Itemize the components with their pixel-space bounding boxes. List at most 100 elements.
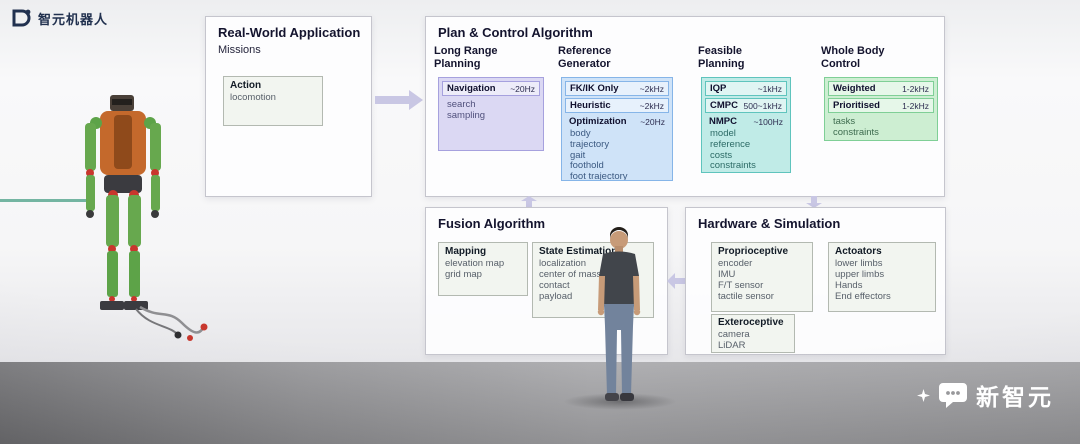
panel-title: Hardware & Simulation [698,216,841,231]
actuators-box: Actoators lower limbs upper limbs Hands … [828,242,936,312]
box-name: Optimization [569,116,627,127]
list-item: search [447,99,476,110]
list-item: localization [539,258,586,269]
box-rate: ~2kHz [639,100,664,111]
action-box: Action locomotion [223,76,323,126]
box-name: State Estimation [539,246,618,257]
box-name: Exteroceptive [718,317,784,328]
list-item: Hands [835,280,863,291]
box-rate: 1-2kHz [902,83,929,94]
box-name: NMPC [709,116,737,127]
list-item: upper limbs [835,269,885,280]
list-item: costs [710,149,733,161]
box-name: Prioritised [833,100,880,111]
box-rate: 500~1kHz [743,100,782,111]
arrow-up-icon [521,196,537,208]
horizon-line [0,199,88,202]
box-name: CMPC [710,100,738,111]
box-rate: ~100Hz [753,116,783,127]
list-item: body [570,128,591,139]
brand-name: 智元机器人 [38,11,109,27]
projection-screen: 智元机器人 [0,0,1080,362]
box-rate: ~2kHz [639,83,664,94]
list-item: F/T sensor [718,280,764,291]
box-name: Heuristic [570,100,611,111]
column-label-long-range: Long Range Planning [434,45,498,70]
box-name: Proprioceptive [718,246,789,257]
item-list: search sampling [442,98,540,122]
list-item: tasks [833,116,856,127]
box-rate: ~20Hz [640,116,665,127]
long-range-planning-box: Navigation ~20Hz search sampling [438,77,544,151]
list-item: tactile sensor [718,291,774,302]
presenter-shadow [563,393,677,410]
panel-real-world-application: Real-World Application Missions Action l… [205,16,372,197]
whole-body-control-box: Weighted 1-2kHz Prioritised 1-2kHz tasks… [824,77,938,141]
optimization-header: Optimization ~20Hz [565,115,669,127]
column-label-feasible-planning: Feasible Planning [698,45,745,70]
item-list: body trajectory gait foothold foot traje… [565,127,669,181]
list-item: foot trajectory [570,171,628,181]
chat-bubble-icon [939,383,967,408]
brand-logo: 智元机器人 [10,8,108,28]
arrow-down-icon [806,196,822,208]
sparkle-icon [917,388,930,402]
list-item: LiDAR [718,340,746,351]
presenter [597,227,641,401]
prioritised-box: Prioritised 1-2kHz [828,98,934,113]
panel-title: Fusion Algorithm [438,216,546,231]
list-item: reference [710,138,751,150]
heuristic-box: Heuristic ~2kHz [565,98,669,113]
list-item: model [710,128,736,139]
column-label-whole-body-control: Whole Body Control [821,45,885,70]
watermark-text: 新智元 [976,384,1054,410]
stage-floor [0,362,1080,444]
panel-plan-control: Plan & Control Algorithm Long Range Plan… [425,16,945,197]
list-item: elevation map [445,258,505,269]
box-name: Weighted [833,83,876,94]
proprioceptive-box: Proprioceptive encoder IMU F/T sensor ta… [711,242,813,312]
box-name: Actoators [835,246,882,257]
box-name: FK/IK Only [570,83,619,94]
list-item: camera [718,329,750,340]
list-item: payload [539,291,573,302]
list-item: contact [539,280,570,291]
iqp-box: IQP ~1kHz [705,81,787,96]
item-list: tasks constraints [828,115,934,139]
feasible-planning-box: IQP ~1kHz CMPC 500~1kHz NMPC ~100Hz mode… [701,77,791,173]
exteroceptive-box: Exteroceptive camera LiDAR [711,314,795,353]
fkik-box: FK/IK Only ~2kHz [565,81,669,96]
list-item: End effectors [835,291,891,302]
list-item: lower limbs [835,258,883,269]
box-rate: ~1kHz [757,83,782,94]
list-item: grid map [445,269,482,280]
box-rate: ~20Hz [510,83,535,94]
panel-hardware-simulation: Hardware & Simulation Proprioceptive enc… [685,207,946,355]
navigation-box: Navigation ~20Hz [442,81,540,96]
box-name: Navigation [447,83,496,94]
nmpc-header: NMPC ~100Hz [705,115,787,127]
weighted-box: Weighted 1-2kHz [828,81,934,96]
box-name: IQP [710,83,727,94]
list-item: trajectory [570,138,610,150]
list-item: constraints [833,126,879,138]
panel-title: Plan & Control Algorithm [438,25,593,40]
list-item: sampling [447,109,486,121]
robot-visualization [85,95,208,341]
list-item: encoder [718,258,753,269]
reference-generator-box: FK/IK Only ~2kHz Heuristic ~2kHz Optimiz… [561,77,673,181]
list-item: center of mass [539,269,602,280]
list-item: constraints [710,160,756,172]
list-item: gait [570,149,586,161]
arrow-right-icon [375,90,423,110]
missions-label: Missions [218,44,261,56]
item-list: model reference costs constraints [705,127,787,172]
cmpc-box: CMPC 500~1kHz [705,98,787,113]
list-item: foothold [570,160,604,172]
box-rate: 1-2kHz [902,100,929,111]
panel-title: Real-World Application [218,25,361,40]
arrow-left-icon [667,273,686,289]
zhiyuan-logo-icon [12,9,31,27]
watermark: 新智元 [917,378,1054,412]
